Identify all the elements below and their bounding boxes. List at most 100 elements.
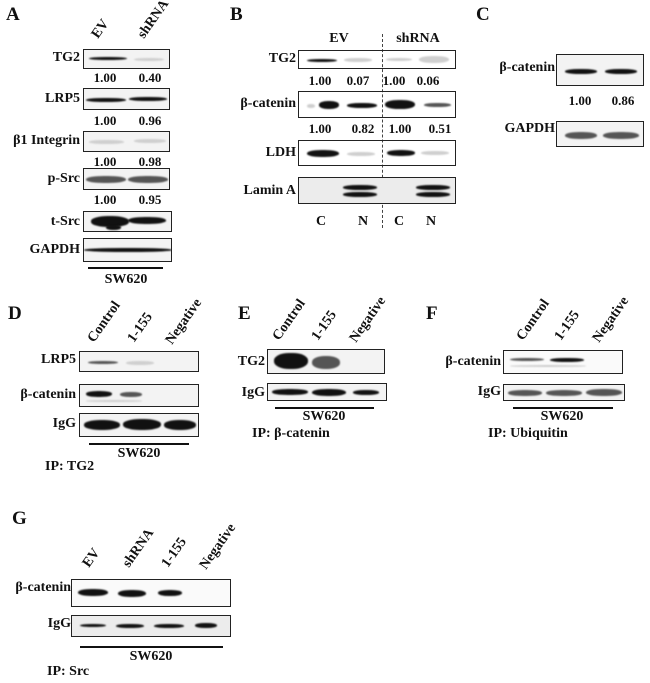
row-label: IgG	[477, 384, 501, 399]
quant-value: 1.00	[308, 73, 332, 88]
lane-label: Negative	[346, 294, 390, 346]
panel-letter: B	[230, 4, 243, 25]
protein-band	[353, 390, 379, 395]
protein-band	[89, 140, 124, 144]
ip-label: IP: β-catenin	[252, 426, 330, 441]
protein-band	[312, 389, 346, 396]
protein-band	[307, 59, 337, 62]
protein-band	[120, 392, 142, 397]
lane-label: Control	[84, 298, 124, 346]
protein-band	[88, 361, 118, 364]
fraction-label: N	[425, 214, 437, 229]
protein-band	[387, 150, 415, 156]
panel-letter: E	[238, 303, 251, 324]
protein-band	[565, 69, 597, 74]
cell-line-bar	[89, 443, 189, 445]
protein-band	[128, 176, 168, 183]
lane-label: 1-155	[124, 310, 156, 346]
row-label: GAPDH	[29, 242, 80, 257]
protein-band	[510, 358, 544, 361]
protein-band	[123, 419, 161, 430]
blot-igg	[71, 615, 231, 637]
quant-value: 0.82	[351, 121, 375, 136]
protein-band	[586, 389, 622, 396]
protein-band	[84, 420, 120, 430]
quant-value: 0.51	[428, 121, 452, 136]
row-label: TG2	[237, 354, 265, 369]
protein-band	[385, 100, 415, 109]
quant-value: 1.00	[93, 70, 117, 85]
ip-label: IP: TG2	[45, 459, 95, 474]
protein-band	[386, 58, 412, 61]
lane-label: Negative	[162, 296, 206, 348]
protein-band	[546, 390, 582, 396]
protein-band	[416, 192, 450, 197]
blot-b-catenin	[503, 350, 623, 374]
protein-band	[550, 358, 584, 362]
row-label: TG2	[52, 50, 80, 65]
lane-label: shRNA	[119, 526, 158, 571]
row-label: β-catenin	[15, 580, 71, 595]
cell-line-bar	[513, 407, 613, 409]
panel-letter: C	[476, 4, 490, 25]
lane-label: Control	[513, 296, 553, 344]
protein-band	[78, 589, 108, 596]
protein-band	[164, 420, 196, 430]
group-label: shRNA	[396, 31, 440, 46]
cell-line-label: SW620	[540, 409, 584, 424]
lane-label: Control	[269, 296, 309, 344]
quant-value: 0.40	[138, 70, 162, 85]
row-label: Lamin A	[243, 183, 296, 198]
quant-value: 1.00	[388, 121, 412, 136]
cell-line-bar	[80, 646, 223, 648]
row-label: TG2	[268, 51, 296, 66]
protein-band	[274, 353, 308, 369]
row-label: β-catenin	[445, 354, 501, 369]
row-label: IgG	[47, 616, 71, 631]
row-label: β1 Integrin	[13, 133, 80, 148]
blot-igg	[79, 413, 199, 437]
blot-tg2	[267, 349, 385, 374]
row-label: β-catenin	[240, 96, 296, 111]
protein-band	[158, 590, 182, 596]
blot-igg	[267, 383, 387, 401]
lane-label: Negative	[589, 294, 633, 346]
lane-label: EV	[88, 16, 113, 42]
protein-band	[347, 152, 375, 156]
protein-band	[195, 623, 217, 628]
row-label: β-catenin	[499, 60, 555, 75]
panel-letter: A	[6, 4, 20, 25]
protein-band	[419, 56, 449, 63]
blot-p-src	[83, 168, 170, 190]
protein-band	[86, 391, 112, 397]
quant-value: 1.00	[308, 121, 332, 136]
row-label: IgG	[52, 416, 76, 431]
lane-label: shRNA	[134, 0, 173, 42]
protein-band	[129, 97, 167, 101]
blot-tg2	[298, 50, 456, 69]
row-label: t-Src	[50, 214, 80, 229]
panel-letter: G	[12, 508, 27, 529]
lane-label: 1-155	[158, 535, 190, 571]
lane-label: 1-155	[551, 308, 583, 344]
blot-b-catenin	[556, 54, 644, 86]
cell-line-label: SW620	[302, 409, 346, 424]
ip-label: IP: Ubiquitin	[488, 426, 568, 441]
protein-band	[86, 176, 126, 183]
quant-value: 0.07	[346, 73, 370, 88]
blot-lrp5	[79, 351, 199, 372]
cell-line-bar	[88, 267, 163, 269]
blot-lamin-a	[298, 177, 456, 204]
quant-value: 0.96	[138, 113, 162, 128]
protein-band	[347, 103, 377, 108]
ip-label: IP: Src	[47, 664, 90, 679]
panel-letter: F	[426, 303, 438, 324]
protein-band	[344, 58, 372, 62]
blot-gapdh	[83, 238, 172, 262]
protein-band	[91, 216, 129, 227]
cell-line-label: SW620	[117, 446, 161, 461]
quant-value: 0.06	[416, 73, 440, 88]
protein-band	[307, 150, 339, 157]
row-label: GAPDH	[504, 121, 555, 136]
protein-band	[565, 132, 597, 139]
